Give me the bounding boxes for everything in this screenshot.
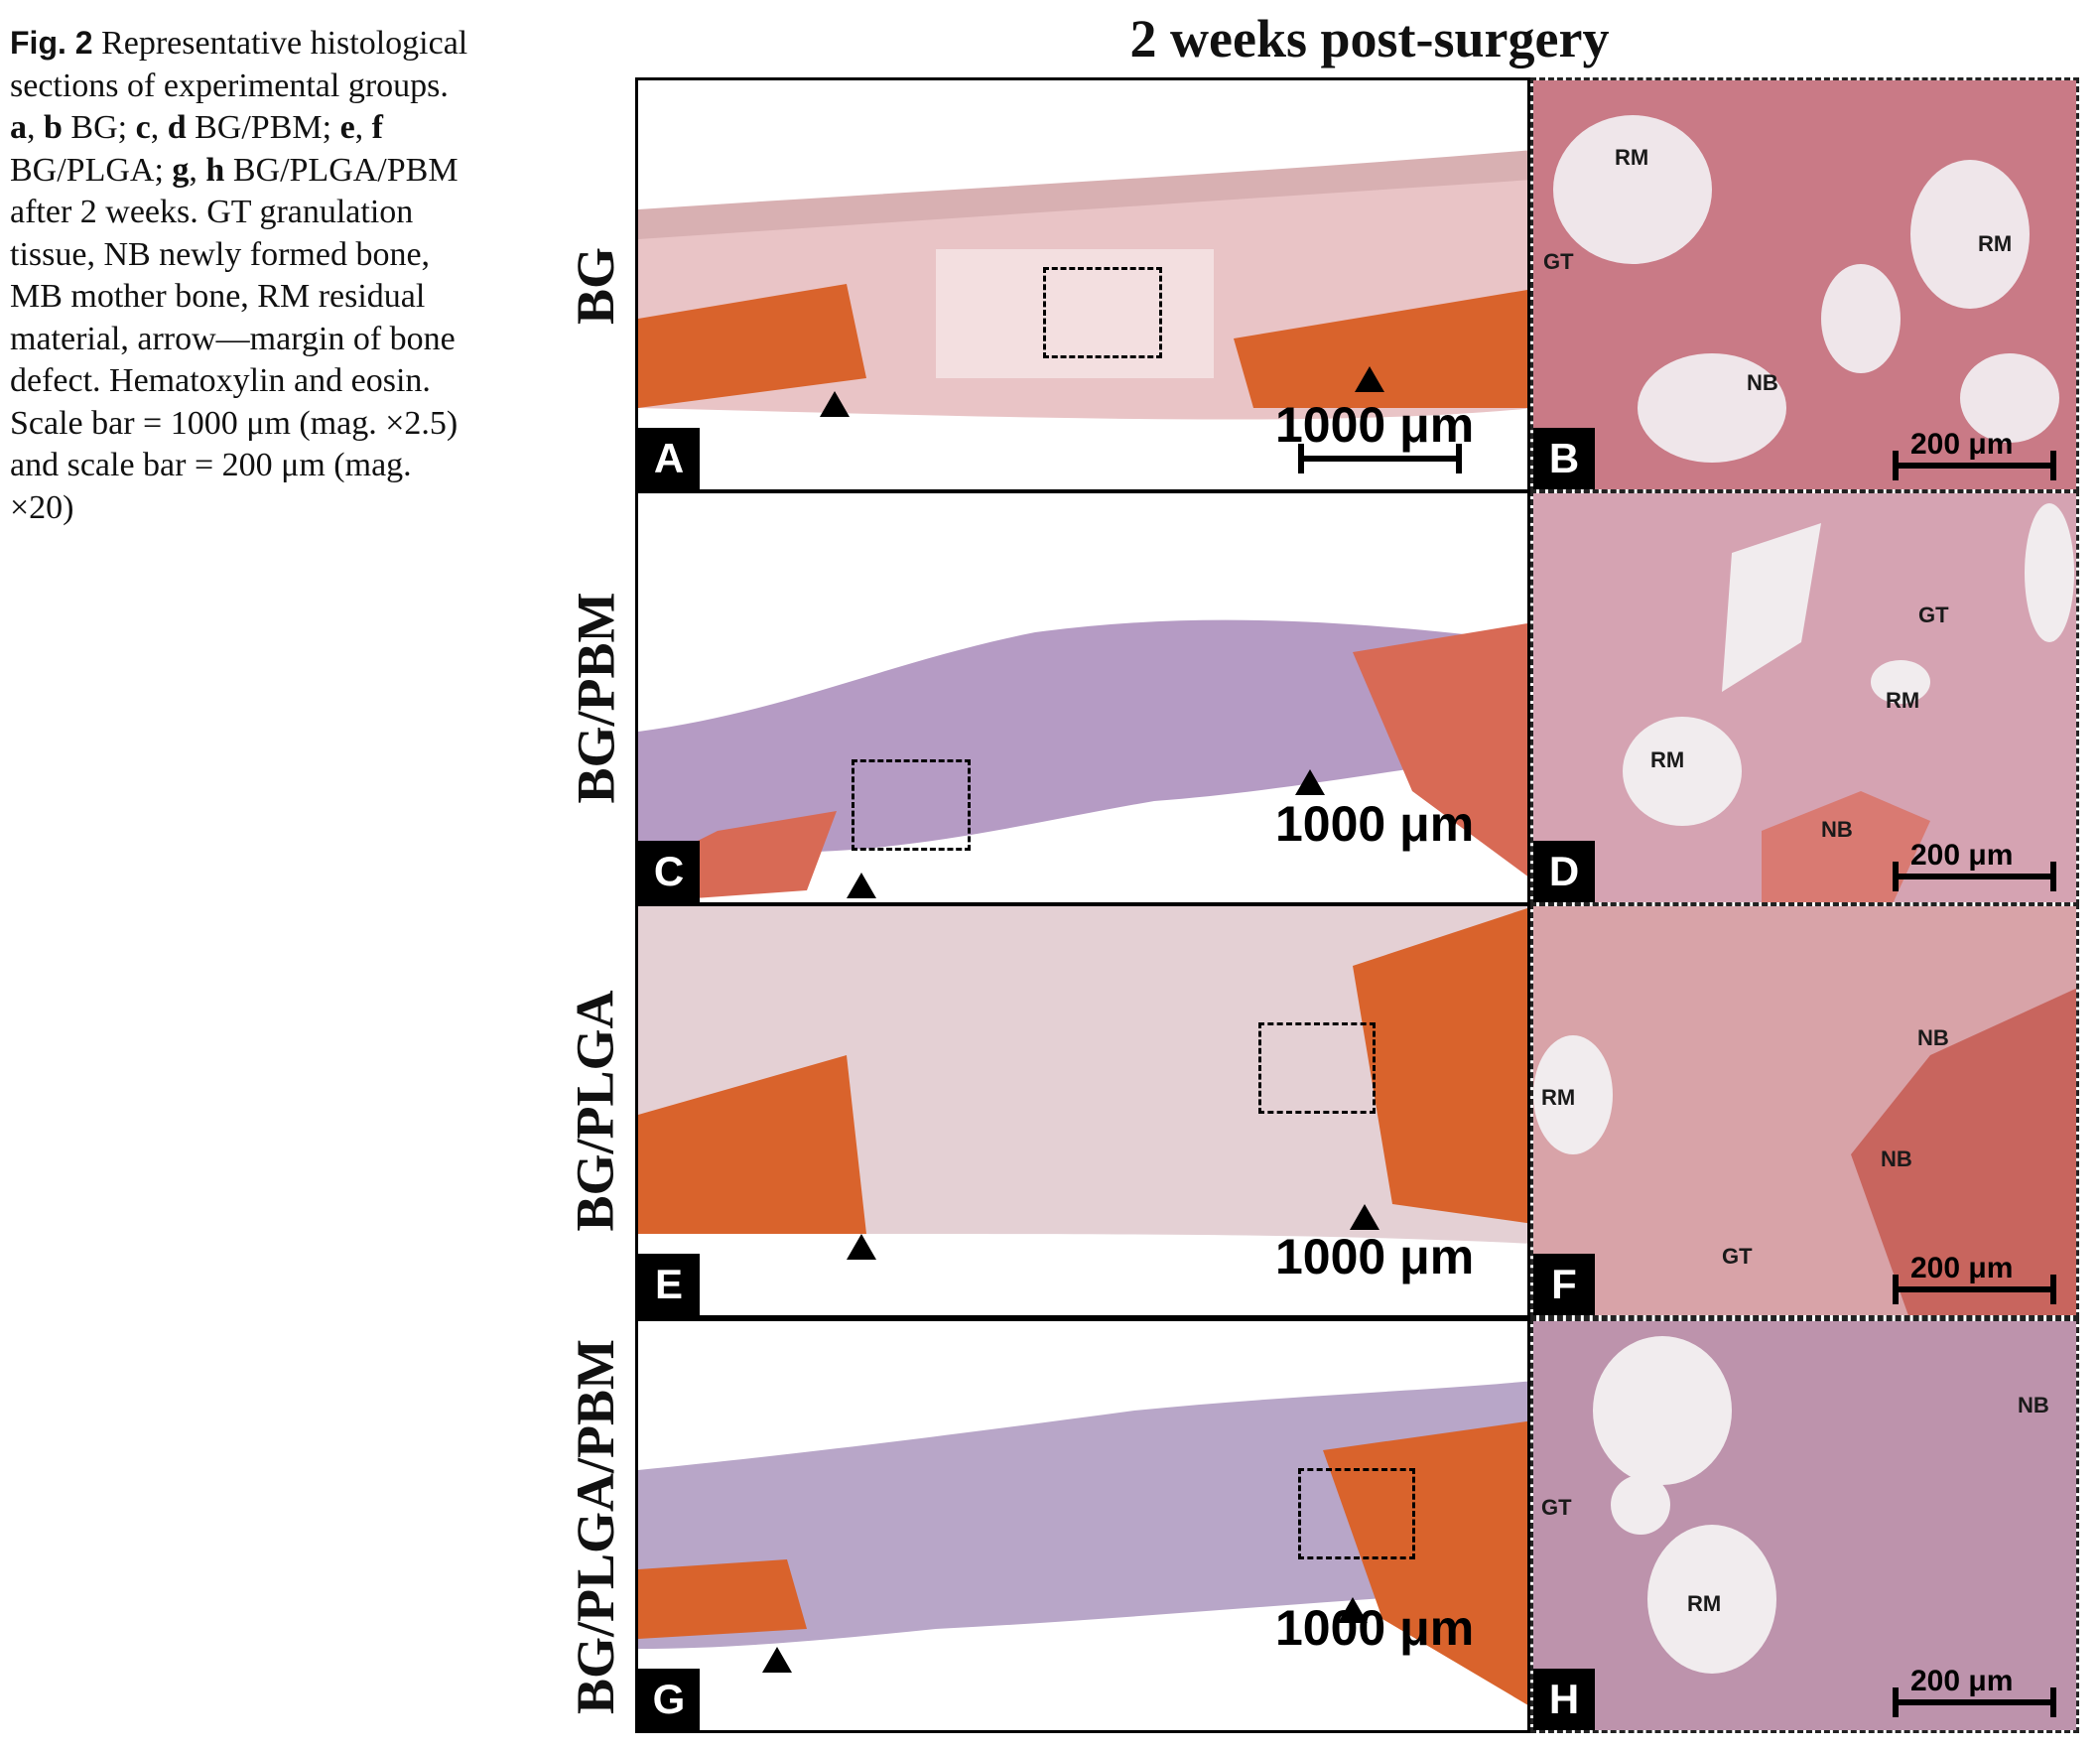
scale-label: 1000 μm: [1275, 397, 1475, 453]
row-label-bg-pbm: BG/PBM: [566, 592, 625, 803]
defect-margin-arrow: [1350, 1204, 1379, 1230]
panel-d: GT RM RM NB 200 μm D: [1530, 490, 2079, 905]
rm-label: RM: [1615, 145, 1649, 170]
figure-title: 2 weeks post-surgery: [1129, 9, 1610, 68]
panel-letter: B: [1533, 428, 1595, 489]
panel-letter: D: [1533, 841, 1595, 902]
rm-label: RM: [1978, 231, 2013, 256]
panel-f: RM NB NB GT 200 μm F: [1530, 903, 2079, 1318]
gt-label: GT: [1722, 1244, 1753, 1269]
defect-margin-arrow: [847, 873, 876, 898]
defect-margin-arrow: [847, 1234, 876, 1260]
panel-letter: G: [638, 1669, 700, 1730]
figure-label: Fig. 2: [10, 25, 93, 61]
gt-label: GT: [1543, 249, 1574, 274]
panel-g: 1000 μm G: [635, 1318, 1530, 1733]
panel-letter: C: [638, 841, 700, 902]
scale-label: 200 μm: [1910, 839, 2014, 872]
scale-bar: [1298, 444, 1462, 473]
defect-margin-arrow: [1295, 769, 1325, 795]
row-label-bg: BG: [566, 246, 625, 325]
scale-bar: [1893, 1275, 2056, 1304]
scale-label: 200 μm: [1910, 1252, 2014, 1284]
histology-image-a: [638, 80, 1527, 489]
rm-label: RM: [1886, 688, 1920, 713]
roi-box-e: [1258, 1022, 1376, 1114]
scale-label: 200 μm: [1910, 428, 2014, 461]
nb-label: NB: [1881, 1146, 1912, 1171]
defect-margin-arrow: [762, 1647, 792, 1673]
panel-c: 1000 μm C: [635, 490, 1530, 905]
nb-label: NB: [1917, 1025, 1949, 1050]
gt-label: GT: [1918, 603, 1949, 627]
histology-image-d: [1533, 493, 2076, 902]
panel-h: NB GT RM 200 μm H: [1530, 1318, 2079, 1733]
rm-label: RM: [1687, 1591, 1722, 1616]
roi-box-c: [852, 759, 971, 851]
panel-e: 1000 μm E: [635, 903, 1530, 1318]
gt-label: GT: [1541, 1495, 1572, 1520]
scale-bar: [1893, 1687, 2056, 1717]
scale-label: 1000 μm: [1275, 1229, 1475, 1284]
roi-box-g: [1298, 1468, 1415, 1559]
histology-image-b: [1533, 80, 2076, 489]
panel-letter: E: [638, 1254, 700, 1315]
rm-label: RM: [1650, 747, 1685, 772]
rm-label: RM: [1541, 1085, 1576, 1110]
roi-box-a: [1043, 267, 1162, 358]
histology-image-e: [638, 906, 1527, 1315]
scale-label: 1000 μm: [1275, 1600, 1475, 1656]
panel-letter: A: [638, 428, 700, 489]
figure-caption: Fig. 2 Representative histological secti…: [10, 25, 468, 526]
panel-b: RM RM GT NB 200 μm B: [1530, 77, 2079, 492]
defect-margin-arrow: [820, 391, 850, 417]
scale-bar: [1893, 451, 2056, 480]
panel-letter: F: [1533, 1254, 1595, 1315]
nb-label: NB: [1821, 817, 1853, 842]
histology-image-c: [638, 493, 1527, 902]
defect-margin-arrow: [1338, 1597, 1368, 1623]
scale-bar: [1893, 862, 2056, 891]
panel-letter: H: [1533, 1669, 1595, 1730]
nb-label: NB: [1747, 370, 1778, 395]
defect-margin-arrow: [1355, 366, 1384, 392]
histology-image-f: [1533, 906, 2076, 1315]
histology-image-h: [1533, 1321, 2076, 1730]
row-label-bg-plga-pbm: BG/PLGA/PBM: [566, 1339, 625, 1714]
row-label-bg-plga: BG/PLGA: [566, 990, 625, 1232]
scale-label: 200 μm: [1910, 1665, 2014, 1697]
scale-label: 1000 μm: [1275, 796, 1475, 852]
panel-a: 1000 μm A: [635, 77, 1530, 492]
nb-label: NB: [2018, 1393, 2049, 1417]
